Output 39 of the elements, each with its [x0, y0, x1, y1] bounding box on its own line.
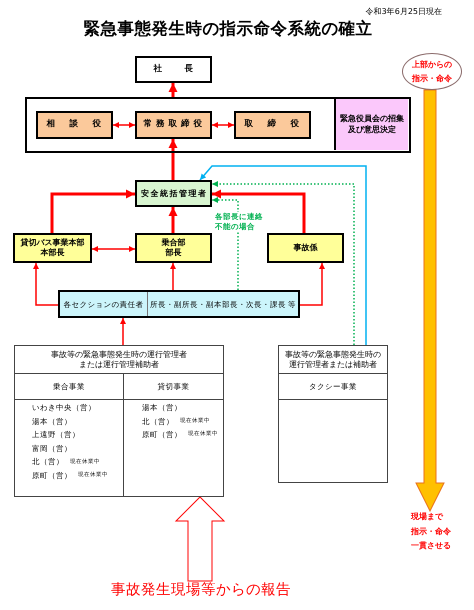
role-box: 常務取締役: [134, 110, 212, 138]
report-text: 事故発生現場等からの報告: [111, 581, 291, 600]
arrow: [168, 139, 178, 180]
table-header: 事故等の緊急事態発生時の運行管理者または運行管理補助者: [50, 350, 188, 370]
arrow: [113, 122, 135, 128]
table-header: 事故等の緊急事態発生時の運行管理者または補助者: [284, 350, 382, 370]
instruction-note: 指示・命令: [411, 526, 451, 538]
table-frame: [14, 345, 224, 497]
block-arrow: [415, 90, 445, 512]
arrow: [92, 246, 135, 252]
arrow: [300, 263, 325, 306]
president-box: 社長: [135, 56, 212, 83]
arrow: [199, 165, 367, 345]
manager-box: 安全統括管理者: [135, 180, 212, 207]
section-box: [58, 290, 300, 318]
instruction-note: 一貫させる: [411, 540, 451, 552]
table-column: [15, 373, 124, 496]
department-box: 事故係: [267, 233, 344, 263]
arrow: [212, 197, 239, 290]
arrow: [120, 318, 126, 345]
arrow: [168, 207, 178, 233]
block-arrow: [174, 496, 226, 582]
decision-box: 緊急役員会の招集及び意思決定: [334, 99, 408, 150]
date-label: 令和3年6月25日現在: [366, 7, 442, 17]
arrow: [170, 263, 176, 290]
department-box: 乗合部部長: [135, 233, 212, 263]
arrow: [212, 122, 234, 128]
instruction-note: 現場まで: [411, 511, 443, 523]
role-box: 相談役: [36, 110, 112, 138]
arrow: [168, 83, 178, 97]
arrow: [212, 190, 306, 233]
department-box: 貸切バス事業本部本部長: [13, 233, 92, 263]
instruction-ellipse: 上部からの指示・命令: [402, 53, 462, 90]
table-frame: [278, 345, 388, 483]
title: 緊急事態発生時の指示命令系統の確立: [82, 19, 374, 39]
executive-frame: [25, 97, 411, 153]
role-box: 取締役: [234, 110, 310, 138]
arrow: [50, 190, 135, 233]
arrow: [33, 263, 58, 306]
